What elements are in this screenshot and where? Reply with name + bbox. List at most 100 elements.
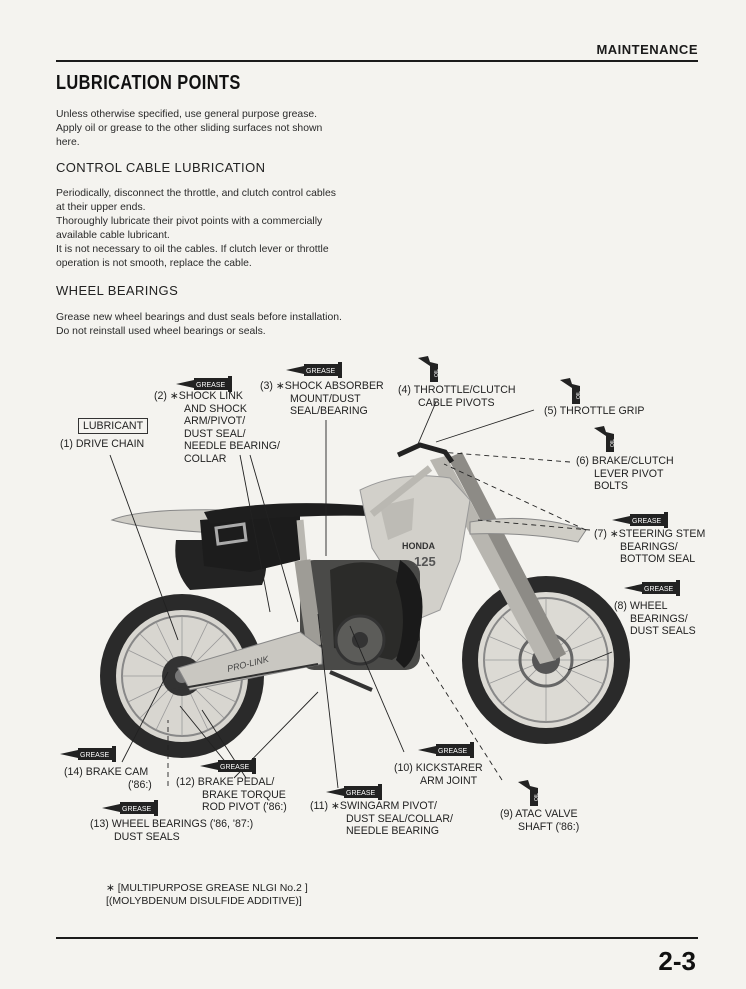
grease-icon-label: GREASE bbox=[196, 382, 226, 389]
tank-model-text: 125 bbox=[414, 554, 436, 569]
callout-line: BOTTOM SEAL bbox=[620, 553, 696, 565]
callout-rear-wheel-bearings: (13) WHEEL BEARINGS ('86, '87:) DUST SEA… bbox=[90, 818, 253, 843]
page-title: LUBRICATION POINTS bbox=[56, 72, 241, 94]
text-line: Unless otherwise specified, use general … bbox=[56, 109, 318, 120]
callout-line: DUST SEALS bbox=[114, 830, 180, 843]
text-line: Do not reinstall used wheel bearings or … bbox=[56, 326, 266, 337]
callout-line: DUST SEAL/ bbox=[184, 427, 246, 440]
callout-shock-absorber: (3) ∗SHOCK ABSORBER MOUNT/DUST SEAL/BEAR… bbox=[260, 380, 384, 418]
engine bbox=[300, 560, 420, 670]
callout-kickstarter: (10) KICKSTARER ARM JOINT bbox=[394, 762, 483, 787]
grease-icon-label: GREASE bbox=[644, 586, 674, 593]
footnote-line: ∗ [MULTIPURPOSE GREASE NLGI No.2 ] bbox=[106, 882, 308, 894]
grease-icon: GREASE bbox=[286, 362, 342, 378]
callout-brake-pedal: (12) BRAKE PEDAL/ BRAKE TORQUE ROD PIVOT… bbox=[176, 776, 287, 814]
grease-icon: GREASE bbox=[612, 512, 668, 528]
callout-drive-chain: (1) DRIVE CHAIN bbox=[60, 438, 144, 451]
oil-icon-label: OIL bbox=[610, 439, 616, 447]
callout-line: SEAL/BEARING bbox=[290, 405, 368, 417]
callout-line: MOUNT/DUST bbox=[290, 392, 361, 405]
lubricant-label-box: LUBRICANT bbox=[78, 418, 149, 434]
callout-swingarm-pivot: (11) ∗SWINGARM PIVOT/ DUST SEAL/COLLAR/ … bbox=[310, 800, 453, 838]
expansion-chamber bbox=[396, 560, 423, 668]
callout-line: SHAFT ('86:) bbox=[518, 820, 580, 833]
callout-line: ROD PIVOT ('86:) bbox=[202, 801, 287, 813]
control-cable-paragraph: Periodically, disconnect the throttle, a… bbox=[56, 187, 386, 271]
callout-line: ARM/PIVOT/ bbox=[184, 415, 246, 427]
grease-icon: GREASE bbox=[418, 742, 474, 758]
text-line: here. bbox=[56, 137, 80, 148]
oil-icon: OIL bbox=[560, 378, 582, 404]
callout-line: BOLTS bbox=[594, 480, 628, 492]
callout-throttle-grip: (5) THROTTLE GRIP bbox=[544, 405, 644, 418]
footer-rule bbox=[56, 937, 698, 939]
text-line: available cable lubricant. bbox=[56, 230, 170, 241]
motorcycle-diagram: HONDA 125 PRO-LINK bbox=[100, 401, 630, 789]
callout-line: COLLAR bbox=[184, 452, 227, 465]
text-line: Periodically, disconnect the throttle, a… bbox=[56, 188, 336, 199]
callout-brake-clutch-lever: (6) BRAKE/CLUTCH LEVER PIVOT BOLTS bbox=[576, 455, 674, 493]
footnote-line: [(MOLYBDENUM DISULFIDE ADDITIVE)] bbox=[106, 895, 302, 907]
page-number: 2-3 bbox=[658, 946, 696, 976]
oil-icon: OIL bbox=[518, 780, 540, 806]
rear-shock bbox=[294, 559, 323, 647]
grease-icon: GREASE bbox=[102, 800, 158, 816]
grease-icon-label: GREASE bbox=[306, 368, 336, 375]
callout-line: (13) WHEEL BEARINGS ('86, '87:) bbox=[90, 818, 254, 830]
callout-brake-cam: (14) BRAKE CAM ('86:) bbox=[64, 766, 152, 791]
callout-line: BEARINGS/ bbox=[620, 540, 678, 553]
oil-icon-label: OIL bbox=[534, 793, 540, 801]
callout-line: (4) THROTTLE/CLUTCH bbox=[398, 384, 516, 396]
callout-line: (8) WHEEL bbox=[614, 600, 668, 612]
grease-icon-label: GREASE bbox=[346, 790, 376, 797]
callout-atac-valve: (9) ATAC VALVE SHAFT ('86:) bbox=[500, 808, 579, 833]
wheel-bearings-heading: WHEEL BEARINGS bbox=[56, 283, 179, 298]
callout-line: ARM JOINT bbox=[420, 774, 478, 787]
callout-throttle-clutch: (4) THROTTLE/CLUTCH CABLE PIVOTS bbox=[398, 384, 516, 409]
text-line: It is not necessary to oil the cables. I… bbox=[56, 244, 329, 255]
grease-icon: GREASE bbox=[624, 580, 680, 596]
text-line: Grease new wheel bearings and dust seals… bbox=[56, 312, 342, 323]
grease-icon: GREASE bbox=[200, 758, 256, 774]
callout-line: BRAKE TORQUE bbox=[202, 788, 286, 801]
callout-line: (11) ∗SWINGARM PIVOT/ bbox=[310, 800, 437, 812]
grease-icon-label: GREASE bbox=[438, 748, 468, 755]
callout-line: (7) ∗STEERING STEM bbox=[594, 528, 706, 540]
callout-line: CABLE PIVOTS bbox=[418, 396, 495, 409]
callout-shock-link: (2) ∗SHOCK LINK AND SHOCK ARM/PIVOT/ DUS… bbox=[154, 390, 280, 465]
wheel-bearings-paragraph: Grease new wheel bearings and dust seals… bbox=[56, 311, 386, 339]
callout-line: BEARINGS/ bbox=[630, 612, 688, 625]
callout-line: (10) KICKSTARER bbox=[394, 762, 483, 774]
callout-line: (12) BRAKE PEDAL/ bbox=[176, 776, 275, 788]
handlebar bbox=[396, 442, 455, 464]
front-fender bbox=[469, 517, 587, 543]
grease-icon-label: GREASE bbox=[220, 764, 250, 771]
oil-icon-label: OIL bbox=[576, 391, 582, 399]
header-rule bbox=[56, 60, 698, 62]
grease-icon: GREASE bbox=[176, 376, 232, 392]
seat bbox=[204, 503, 372, 524]
callout-line: (14) BRAKE CAM bbox=[64, 766, 149, 778]
grease-icon-label: GREASE bbox=[80, 752, 110, 759]
oil-icon-label: OIL bbox=[434, 369, 440, 377]
drive-chain bbox=[171, 663, 319, 691]
callout-line: ('86:) bbox=[128, 778, 152, 791]
callout-line: (5) THROTTLE GRIP bbox=[544, 405, 645, 417]
callout-wheel-bearings: (8) WHEEL BEARINGS/ DUST SEALS bbox=[614, 600, 696, 638]
callout-line: (9) ATAC VALVE bbox=[500, 808, 578, 820]
callout-line: (1) DRIVE CHAIN bbox=[60, 438, 145, 450]
callout-line: (3) ∗SHOCK ABSORBER bbox=[260, 380, 384, 392]
control-cable-heading: CONTROL CABLE LUBRICATION bbox=[56, 160, 266, 175]
text-line: Thoroughly lubricate their pivot points … bbox=[56, 216, 323, 227]
callout-line: NEEDLE BEARING bbox=[346, 825, 440, 837]
grease-icon: GREASE bbox=[326, 784, 382, 800]
header-section-label: MAINTENANCE bbox=[596, 42, 698, 57]
callout-line: LEVER PIVOT bbox=[594, 467, 664, 480]
intro-paragraph: Unless otherwise specified, use general … bbox=[56, 108, 386, 150]
text-line: at their upper ends. bbox=[56, 202, 146, 213]
grease-icon-label: GREASE bbox=[632, 518, 662, 525]
text-line: Apply oil or grease to the other sliding… bbox=[56, 123, 323, 134]
callout-steering-stem: (7) ∗STEERING STEM BEARINGS/ BOTTOM SEAL bbox=[594, 528, 705, 566]
callout-line: (2) ∗SHOCK LINK bbox=[154, 390, 243, 402]
callout-line: (6) BRAKE/CLUTCH bbox=[576, 455, 674, 467]
